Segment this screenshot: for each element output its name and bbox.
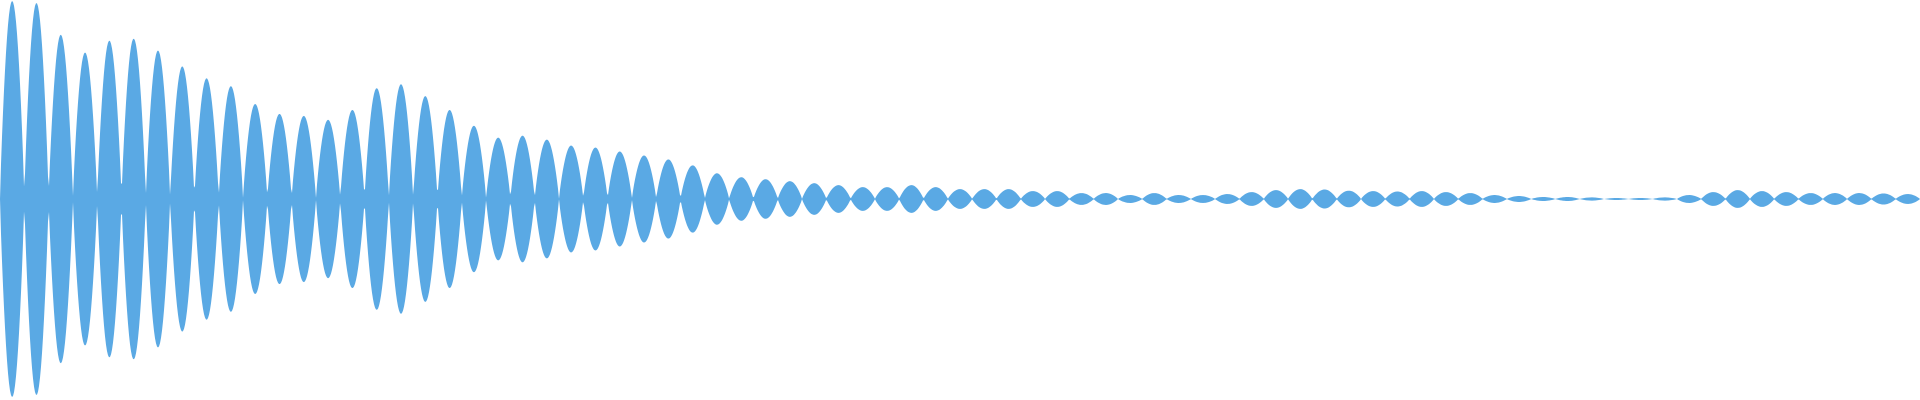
waveform-svg [0,1,1920,397]
audio-waveform [0,1,1920,397]
waveform-shape [0,1,1920,397]
